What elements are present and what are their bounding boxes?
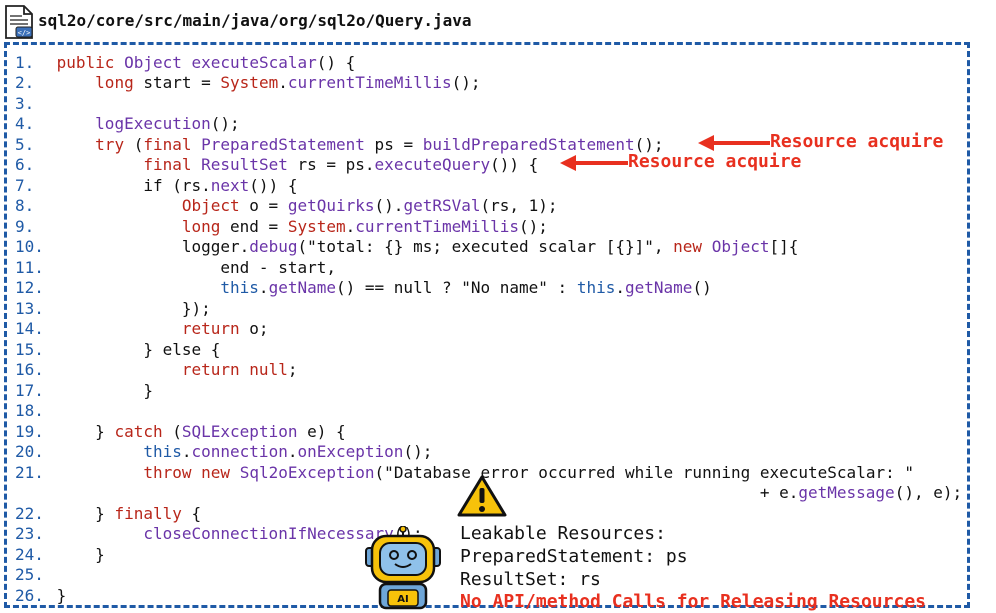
code-line-21: 21. throw new Sql2oException("Database e… — [15, 463, 914, 482]
resource-acquire-label-1: Resource acquire — [770, 131, 944, 152]
code-line-3: 3. — [15, 94, 35, 113]
code-line-25: 25. — [15, 565, 44, 584]
code-line-10: 10. logger.debug("total: {} ms; executed… — [15, 237, 799, 256]
findings-item-prepared-statement: PreparedStatement: ps — [460, 546, 688, 567]
code-line-1: 1. public Object executeScalar() { — [15, 53, 356, 72]
code-line-9: 9. long end = System.currentTimeMillis()… — [15, 217, 548, 236]
code-line-5: 5. try (final PreparedStatement ps = bui… — [15, 135, 664, 154]
arrow-left-icon — [560, 155, 628, 171]
resource-acquire-label-2: Resource acquire — [628, 151, 802, 172]
warning-icon — [457, 475, 507, 517]
code-line-24: 24. } — [15, 545, 105, 564]
code-line-17: 17. } — [15, 381, 153, 400]
svg-text:</>: </> — [18, 29, 31, 37]
code-line-15: 15. } else { — [15, 340, 221, 359]
file-path: sql2o/core/src/main/java/org/sql2o/Query… — [38, 11, 472, 30]
code-line-20: 20. this.connection.onException(); — [15, 442, 433, 461]
code-line-22: 22. } finally { — [15, 504, 202, 523]
code-block: 1. public Object executeScalar() { 2. lo… — [4, 42, 970, 608]
code-line-14: 14. return o; — [15, 319, 269, 338]
code-line-19: 19. } catch (SQLException e) { — [15, 422, 346, 441]
arrow-left-icon — [698, 135, 770, 151]
code-line-12: 12. this.getName() == null ? "No name" :… — [15, 278, 712, 297]
code-line-8: 8. Object o = getQuirks().getRSVal(rs, 1… — [15, 196, 558, 215]
code-line-21-cont: + e.getMessage(), e); — [47, 483, 963, 502]
ai-robot-icon: AI — [365, 526, 441, 610]
svg-text:AI: AI — [397, 594, 408, 605]
code-line-2: 2. long start = System.currentTimeMillis… — [15, 73, 481, 92]
findings-conclusion: No API/method Calls for Releasing Resour… — [460, 591, 926, 612]
findings-heading: Leakable Resources: — [460, 523, 666, 544]
code-line-18: 18. — [15, 401, 44, 420]
code-line-7: 7. if (rs.next()) { — [15, 176, 298, 195]
code-line-4: 4. logExecution(); — [15, 114, 240, 133]
java-file-icon: </> — [5, 5, 33, 39]
code-line-26: 26. } — [15, 586, 67, 605]
code-line-16: 16. return null; — [15, 360, 298, 379]
code-line-11: 11. end - start, — [15, 258, 336, 277]
code-line-6: 6. final ResultSet rs = ps.executeQuery(… — [15, 155, 539, 174]
file-header: </> sql2o/core/src/main/java/org/sql2o/Q… — [2, 0, 992, 40]
findings-item-resultset: ResultSet: rs — [460, 569, 601, 590]
code-line-13: 13. }); — [15, 299, 211, 318]
